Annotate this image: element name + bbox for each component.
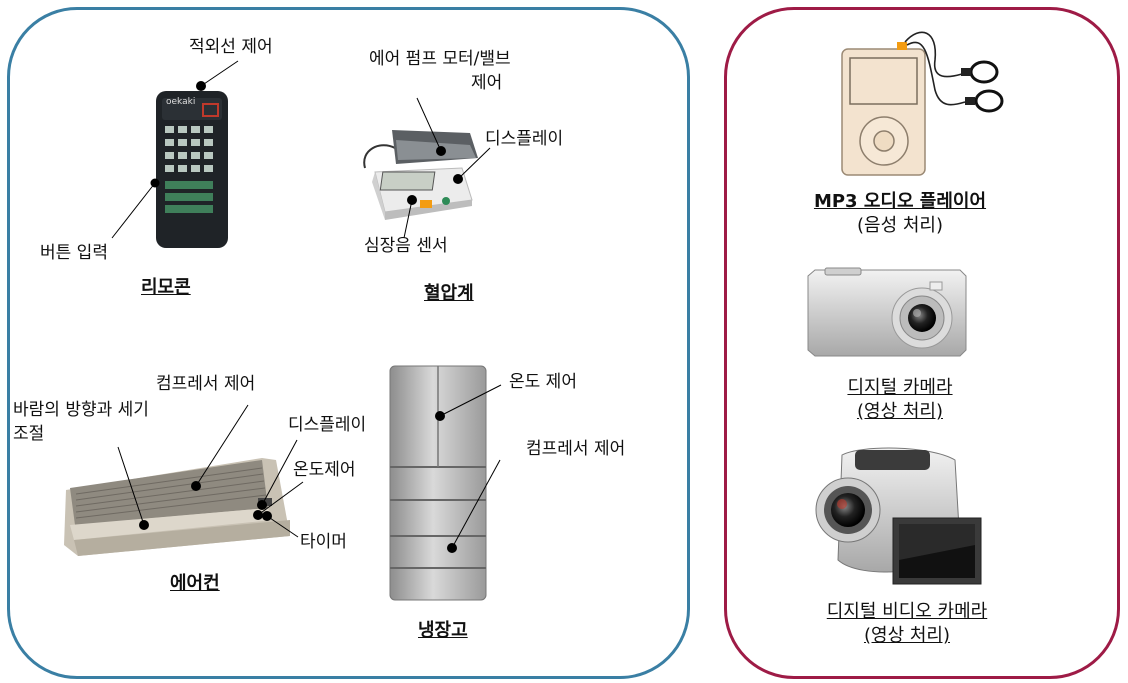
bp-pump-label-line2: 제어 xyxy=(471,73,503,93)
digital-video-camera-image xyxy=(815,447,982,585)
embedded-devices-panel xyxy=(7,7,690,679)
fridge-title: 냉장고 xyxy=(418,620,468,641)
remote-control-image xyxy=(111,60,239,248)
fridge-compressor-label: 컴프레서 제어 xyxy=(526,439,626,459)
mp3-player-image xyxy=(841,31,1004,176)
ac-timer-label: 타이머 xyxy=(300,532,347,552)
ac-temp-label: 온도제어 xyxy=(293,460,356,480)
refrigerator-image xyxy=(389,365,502,601)
ac-title: 에어컨 xyxy=(170,573,220,594)
mp3-caption: MP3 오디오 플레이어 (음성 처리) xyxy=(772,190,1028,238)
digital-camera-image xyxy=(807,267,967,357)
bp-title: 혈압계 xyxy=(424,283,474,304)
bp-pump-label-line1: 에어 펌프 모터/밸브 xyxy=(369,49,511,69)
mp3-title: MP3 오디오 플레이어 xyxy=(813,191,987,212)
video-title: 디지털 비디오 카메라 xyxy=(826,601,988,622)
fridge-temp-label: 온도 제어 xyxy=(509,372,577,392)
air-conditioner-image xyxy=(64,404,304,556)
ac-display-label: 디스플레이 xyxy=(288,415,367,435)
video-caption: 디지털 비디오 카메라 (영상 처리) xyxy=(772,600,1042,648)
video-subtitle: (영상 처리) xyxy=(863,625,950,646)
bp-sensor-label: 심장음 센서 xyxy=(364,236,448,256)
ac-wind-label-line2: 조절 xyxy=(13,424,45,444)
blood-pressure-monitor-image xyxy=(363,97,491,239)
ac-compressor-label: 컴프레서 제어 xyxy=(156,374,256,394)
mp3-subtitle: (음성 처리) xyxy=(856,215,943,236)
ac-wind-label-line1: 바람의 방향과 세기 xyxy=(13,400,149,420)
bp-display-label: 디스플레이 xyxy=(485,129,564,149)
camera-title: 디지털 카메라 xyxy=(847,377,953,398)
remote-title: 리모콘 xyxy=(141,277,191,298)
remote-ir-label: 적외선 제어 xyxy=(189,37,273,57)
camera-caption: 디지털 카메라 (영상 처리) xyxy=(772,376,1028,424)
media-devices-panel xyxy=(724,7,1120,679)
camera-subtitle: (영상 처리) xyxy=(856,401,943,422)
remote-button-label: 버튼 입력 xyxy=(40,243,108,263)
remote-brand-label: oekaki xyxy=(166,97,196,107)
